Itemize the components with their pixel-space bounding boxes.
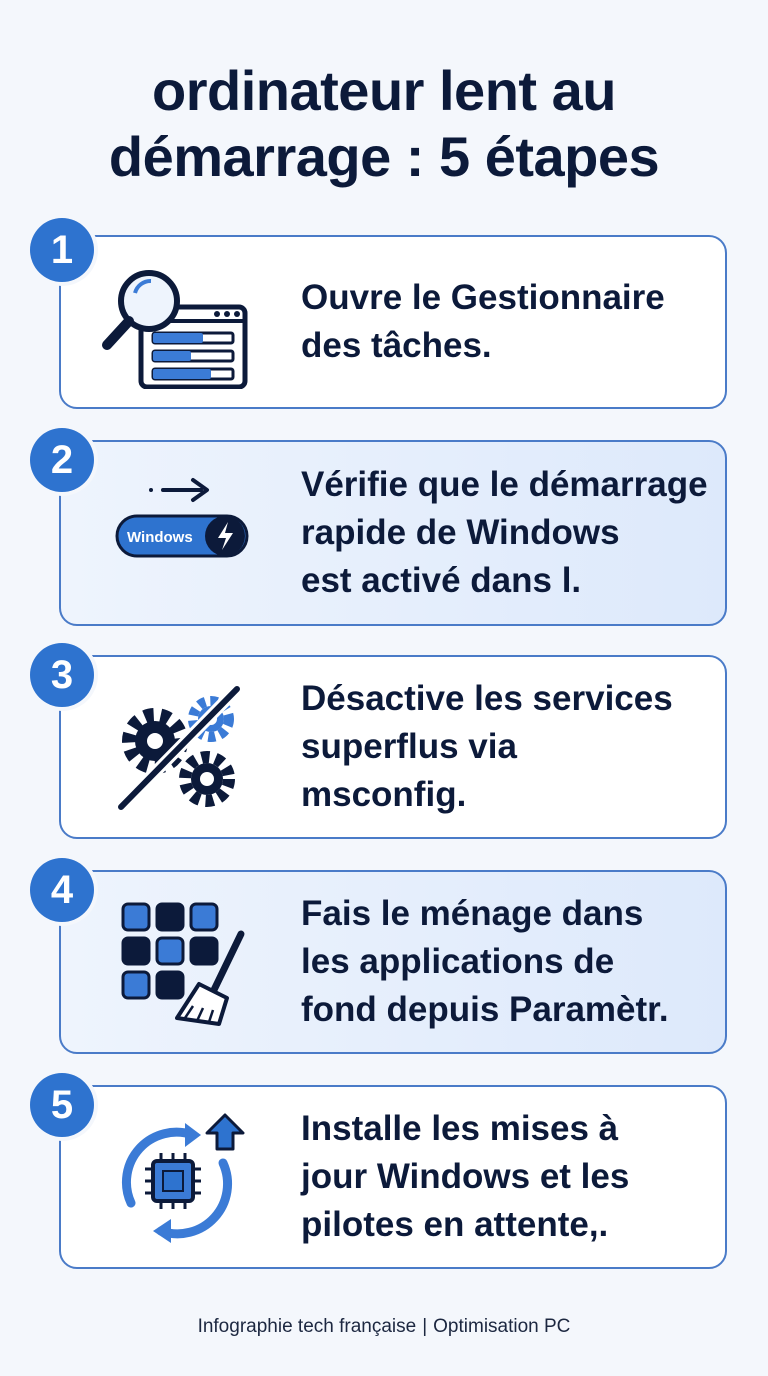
app-grid-broom-icon: [101, 900, 251, 1030]
step-badge-5: 5: [30, 1073, 94, 1137]
footer: Infographie tech française|Optimisation …: [0, 1316, 768, 1338]
step-card-5: Installe les mises à jour Windows et les…: [59, 1085, 727, 1269]
update-chip-cycle-icon: [101, 1113, 251, 1243]
step-badge-3: 3: [30, 643, 94, 707]
footer-left: Infographie tech française: [197, 1316, 417, 1337]
task-manager-magnifier-icon: [101, 259, 251, 390]
fast-startup-toggle-icon: Windows: [101, 470, 251, 600]
step-text-3: Désactive les services superflus via msc…: [301, 679, 673, 814]
toggle-label: Windows: [127, 529, 193, 546]
step-card-1: Ouvre le Gestionnaire des tâches.: [59, 235, 727, 409]
step-card-2: Windows Vérifie que le démarrage rapide …: [59, 440, 727, 626]
page-title: ordinateur lent au démarrage : 5 étapes: [0, 58, 768, 190]
step-badge-2: 2: [30, 428, 94, 492]
step-badge-1: 1: [30, 218, 94, 282]
step-card-3: Désactive les services superflus via msc…: [59, 655, 727, 839]
footer-separator: |: [422, 1316, 428, 1337]
step-text-5: Installe les mises à jour Windows et les…: [301, 1109, 630, 1244]
title-line-1: ordinateur lent au: [152, 59, 616, 122]
step-text-2: Vérifie que le démarrage rapide de Windo…: [301, 465, 708, 600]
step-text-1: Ouvre le Gestionnaire des tâches.: [301, 278, 665, 365]
title-line-2: démarrage : 5 étapes: [108, 125, 660, 188]
disabled-gears-icon: [101, 683, 251, 813]
step-card-4: Fais le ménage dans les applications de …: [59, 870, 727, 1054]
footer-right: Optimisation PC: [433, 1316, 571, 1337]
step-badge-4: 4: [30, 858, 94, 922]
step-text-4: Fais le ménage dans les applications de …: [301, 894, 669, 1029]
